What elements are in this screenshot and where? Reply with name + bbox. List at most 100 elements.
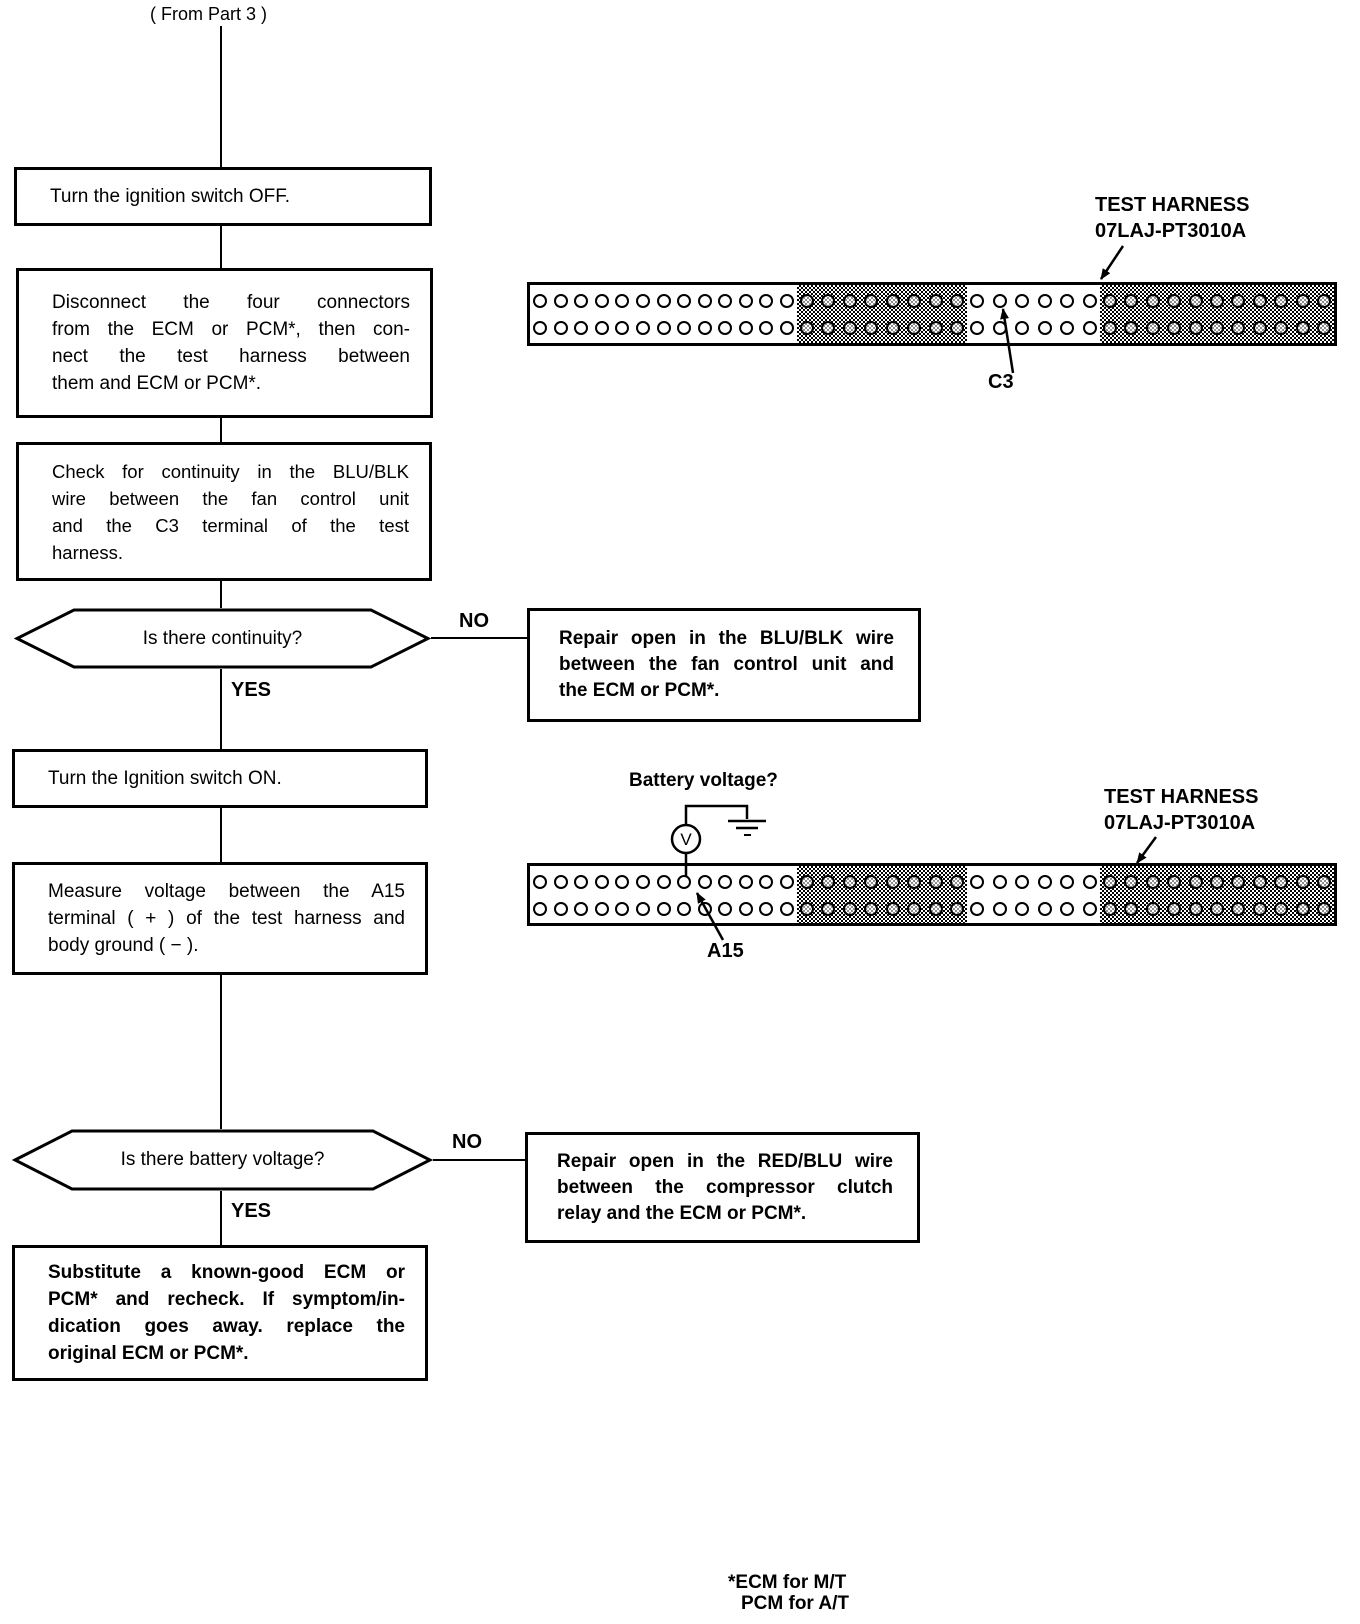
hexagon-shape: [14, 608, 431, 669]
terminal-pin-C: [1015, 902, 1030, 916]
terminal-pin-D: [1252, 321, 1267, 335]
process-box-ignition-off: Turn the ignition switch OFF.: [14, 167, 432, 226]
flow-line: [220, 808, 222, 862]
terminal-pin-A: [677, 902, 692, 916]
terminal-pin-A: [718, 294, 733, 308]
terminal-pin-C: [1015, 875, 1030, 889]
terminal-pin-A: [533, 902, 547, 916]
terminal-pin-A: [677, 875, 692, 889]
terminal-pin-A: [574, 875, 589, 889]
terminal-pin-B: [928, 875, 943, 889]
terminal-pin-D: [1188, 875, 1203, 889]
terminal-pin-A: [594, 321, 609, 335]
no-branch-line: [433, 1159, 525, 1161]
process-box-text: body ground ( − ).: [48, 935, 199, 956]
terminal-pin-C: [1037, 875, 1052, 889]
terminal-pin-B: [928, 294, 943, 308]
terminal-pin-A: [635, 294, 650, 308]
process-box-text: from the ECM or PCM*, then con-: [52, 319, 410, 340]
terminal-pin-D: [1252, 902, 1267, 916]
terminal-pin-A: [635, 875, 650, 889]
terminal-pin-D: [1317, 902, 1331, 916]
terminal-pin-A: [718, 321, 733, 335]
yes-label: YES: [231, 679, 272, 701]
terminal-pin-D: [1103, 902, 1117, 916]
action-box-text: relay and the ECM or PCM*.: [557, 1202, 807, 1224]
terminal-pin-A: [677, 294, 692, 308]
process-box-text: Disconnect the four connectors: [52, 292, 410, 313]
flow-line: [220, 581, 222, 608]
process-box-ignition-on: Turn the Ignition switch ON.: [12, 749, 428, 808]
terminal-pin-A: [718, 902, 733, 916]
terminal-pin-D: [1274, 321, 1289, 335]
terminal-pin-A: [553, 294, 568, 308]
action-box-text: Repair open in the BLU/BLK wire: [559, 628, 894, 649]
terminal-pin-D: [1231, 294, 1246, 308]
terminal-pin-D: [1231, 902, 1246, 916]
terminal-pin-D: [1274, 294, 1289, 308]
terminal-pin-D: [1124, 875, 1139, 889]
terminal-pin-D: [1167, 902, 1182, 916]
terminal-pin-B: [800, 294, 814, 308]
terminal-pin-B: [800, 875, 814, 889]
terminal-pin-B: [842, 321, 857, 335]
terminal-pin-B: [800, 902, 814, 916]
flow-line: [220, 975, 222, 1129]
connector-section-D: [1100, 866, 1334, 923]
terminal-pin-D: [1188, 321, 1203, 335]
terminal-pin-C: [1015, 321, 1030, 335]
terminal-pin-C: [1083, 902, 1097, 916]
connector-section-A: [530, 285, 797, 343]
action-box-text: the ECM or PCM*.: [559, 680, 720, 701]
terminal-pin-D: [1231, 875, 1246, 889]
process-box-text: Turn the Ignition switch ON.: [48, 768, 282, 789]
terminal-pin-B: [842, 902, 857, 916]
terminal-pin-D: [1210, 902, 1224, 916]
test-harness-label-2: TEST HARNESS 07LAJ-PT3010A: [1104, 784, 1258, 836]
terminal-pin-D: [1252, 875, 1267, 889]
ground-symbol-icon: [728, 819, 766, 836]
terminal-pin-C: [1083, 875, 1097, 889]
decision-battery-voltage: Is there battery voltage?: [12, 1129, 433, 1191]
action-box-repair-blu-blk: Repair open in the BLU/BLK wire between …: [527, 608, 921, 722]
terminal-pin-C: [970, 294, 984, 308]
terminal-c3-label: C3: [988, 371, 1014, 393]
terminal-pin-C: [992, 321, 1007, 335]
terminal-pin-C: [970, 902, 984, 916]
terminal-pin-D: [1231, 321, 1246, 335]
terminal-pin-B: [950, 321, 964, 335]
process-box-text: dication goes away. replace the: [48, 1316, 405, 1337]
terminal-pin-C: [1083, 321, 1097, 335]
test-harness-label-line1: TEST HARNESS: [1095, 194, 1250, 216]
terminal-pin-A: [533, 294, 547, 308]
test-harness-label-line2: 07LAJ-PT3010A: [1104, 812, 1256, 834]
terminal-pin-B: [907, 321, 922, 335]
footnote: *ECM for M/T PCM for A/T: [728, 1572, 849, 1614]
terminal-pin-B: [821, 902, 836, 916]
no-label: NO: [459, 610, 489, 632]
terminal-pin-B: [885, 321, 900, 335]
terminal-pin-C: [1083, 294, 1097, 308]
flow-line: [220, 226, 222, 268]
terminal-pin-C: [970, 321, 984, 335]
voltmeter-icon: [670, 823, 702, 855]
flow-line: [220, 418, 222, 442]
terminal-pin-C: [992, 902, 1007, 916]
terminal-pin-A: [780, 875, 794, 889]
process-box-text: harness.: [52, 541, 123, 563]
terminal-pin-A: [533, 321, 547, 335]
terminal-pin-A: [656, 294, 671, 308]
terminal-pin-C: [992, 875, 1007, 889]
connector-section-D: [1100, 285, 1334, 343]
connector-section-B: [797, 285, 967, 343]
terminal-pin-A: [759, 321, 774, 335]
terminal-pin-D: [1124, 294, 1139, 308]
terminal-pin-D: [1295, 294, 1310, 308]
terminal-pin-B: [907, 902, 922, 916]
no-label: NO: [452, 1131, 482, 1153]
terminal-pin-B: [885, 875, 900, 889]
flow-line: [220, 1191, 222, 1245]
terminal-pin-D: [1103, 321, 1117, 335]
terminal-pin-A: [759, 902, 774, 916]
terminal-pin-B: [907, 294, 922, 308]
